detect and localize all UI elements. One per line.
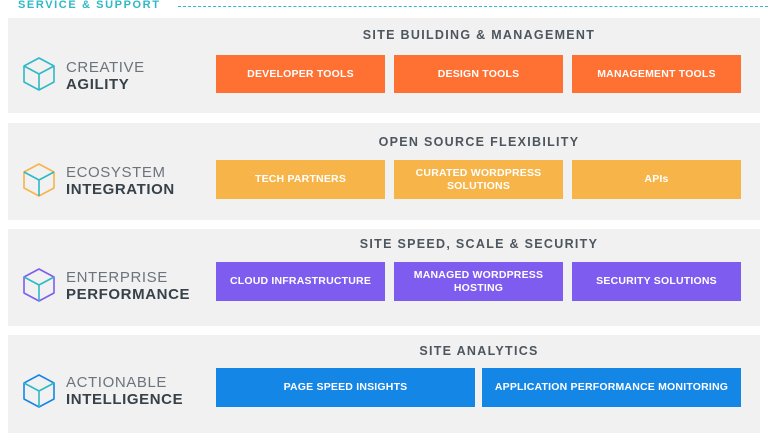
managed-wordpress-hosting-button[interactable]: MANAGED WORDPRESS HOSTING [394,262,563,301]
curated-wordpress-solutions-button[interactable]: CURATED WORDPRESS SOLUTIONS [394,160,563,199]
management-tools-button[interactable]: MANAGEMENT TOOLS [572,55,741,93]
row-enterprise-performance: SITE SPEED, SCALE & SECURITY ENTERPRISE … [8,229,760,326]
design-tools-button[interactable]: DESIGN TOOLS [394,55,563,93]
page-speed-insights-button[interactable]: PAGE SPEED INSIGHTS [216,368,475,407]
row-label-line1: ECOSYSTEM [66,164,166,181]
section-title: SERVICE & SUPPORT [18,0,161,11]
row-label-line1: ACTIONABLE [66,374,168,391]
row-label-line2: PERFORMANCE [66,286,191,303]
row-label: ENTERPRISE PERFORMANCE [66,269,190,303]
row-heading: SITE ANALYTICS [419,344,539,358]
row-label: CREATIVE AGILITY [66,59,145,93]
cube-icon [23,163,55,197]
row-heading: SITE BUILDING & MANAGEMENT [362,28,596,42]
row-creative-agility: SITE BUILDING & MANAGEMENT CREATIVE AGIL… [8,18,760,113]
cube-icon [23,374,55,408]
row-label-line1: ENTERPRISE [66,269,168,286]
security-solutions-button[interactable]: SECURITY SOLUTIONS [572,262,741,301]
apis-button[interactable]: APIs [572,160,741,199]
row-ecosystem-integration: OPEN SOURCE FLEXIBILITY ECOSYSTEM INTEGR… [8,123,760,220]
row-heading: SITE SPEED, SCALE & SECURITY [359,237,599,251]
application-performance-monitoring-button[interactable]: APPLICATION PERFORMANCE MONITORING [482,368,741,407]
developer-tools-button[interactable]: DEVELOPER TOOLS [216,55,385,93]
row-label-line2: INTELLIGENCE [66,391,184,408]
cube-icon [23,268,55,302]
cube-icon [23,57,55,91]
section-header: SERVICE & SUPPORT [0,0,768,14]
row-label-line2: INTEGRATION [66,181,175,198]
row-heading: OPEN SOURCE FLEXIBILITY [378,135,580,149]
section-divider [178,6,768,7]
row-label-line1: CREATIVE [66,59,145,76]
row-actionable-intelligence: SITE ANALYTICS ACTIONABLE INTELLIGENCE P… [8,335,760,433]
row-label: ACTIONABLE INTELLIGENCE [66,374,183,408]
row-label: ECOSYSTEM INTEGRATION [66,164,175,198]
tech-partners-button[interactable]: TECH PARTNERS [216,160,385,199]
row-label-line2: AGILITY [66,76,130,93]
cloud-infrastructure-button[interactable]: CLOUD INFRASTRUCTURE [216,262,385,301]
